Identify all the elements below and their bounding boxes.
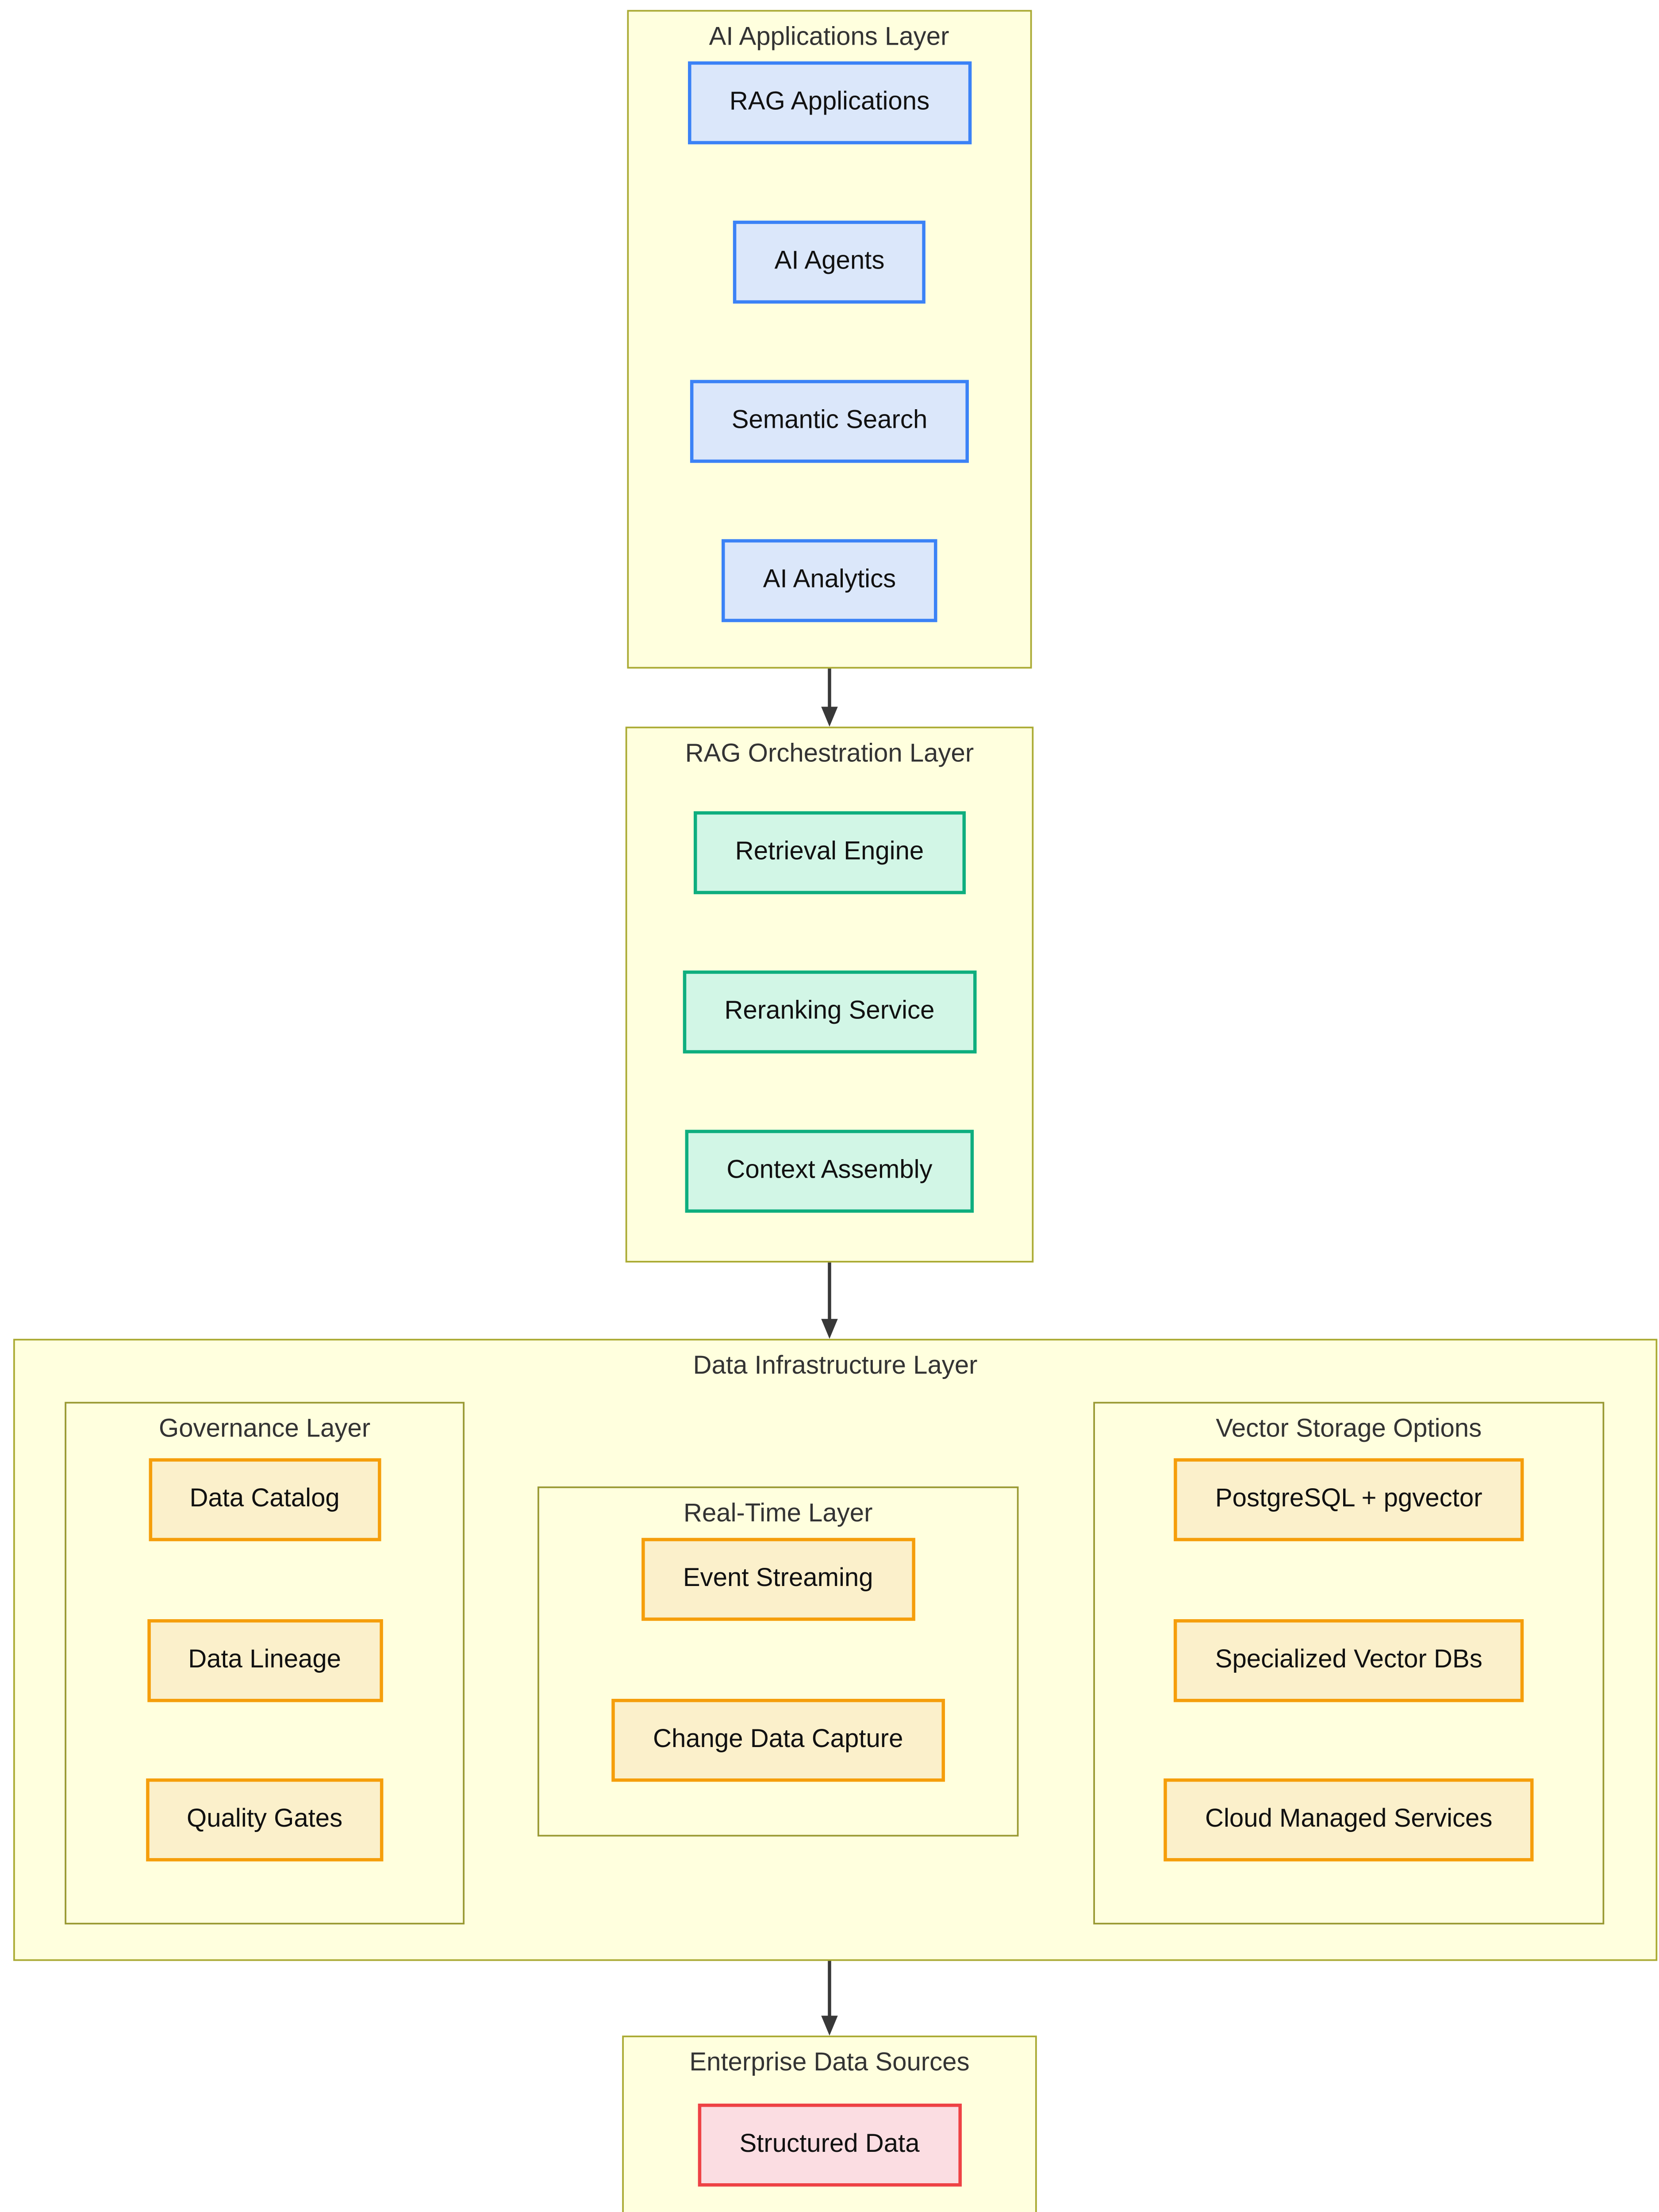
node-retrieval-engine: Retrieval Engine [693, 811, 966, 895]
node-reranking-service: Reranking Service [683, 970, 976, 1054]
cluster-title-enterprise-data-sources: Enterprise Data Sources [689, 2049, 970, 2077]
cluster-title-data-infrastructure: Data Infrastructure Layer [693, 1352, 978, 1380]
node-context-assembly: Context Assembly [685, 1129, 974, 1213]
node-specialized-vector-dbs: Specialized Vector DBs [1173, 1618, 1524, 1701]
cluster-title-ai-applications: AI Applications Layer [709, 23, 949, 52]
arrowhead-down-icon [820, 2016, 837, 2036]
cluster-title-vector-storage: Vector Storage Options [1216, 1415, 1482, 1444]
node-rag-applications: RAG Applications [688, 61, 971, 145]
node-quality-gates: Quality Gates [145, 1778, 384, 1862]
node-ai-analytics: AI Analytics [722, 539, 937, 622]
cluster-title-rag-orchestration: RAG Orchestration Layer [685, 739, 974, 768]
arrowhead-down-icon [820, 1319, 837, 1339]
arrow-shaft [828, 1261, 831, 1320]
arrow-shaft [828, 668, 831, 707]
node-data-lineage: Data Lineage [146, 1618, 383, 1701]
node-postgresql-pgvector: PostgreSQL + pgvector [1174, 1458, 1524, 1541]
arrowhead-down-icon [820, 706, 837, 726]
node-data-catalog: Data Catalog [148, 1458, 381, 1541]
node-cloud-managed-services: Cloud Managed Services [1164, 1778, 1534, 1862]
cluster-title-governance: Governance Layer [159, 1415, 371, 1444]
cluster-title-real-time: Real-Time Layer [684, 1500, 873, 1528]
node-semantic-search: Semantic Search [690, 380, 969, 463]
node-structured-data: Structured Data [698, 2104, 961, 2187]
node-ai-agents: AI Agents [733, 220, 926, 304]
node-change-data-capture: Change Data Capture [611, 1698, 945, 1781]
arrow-shaft [828, 1961, 831, 2017]
node-event-streaming: Event Streaming [641, 1538, 915, 1621]
